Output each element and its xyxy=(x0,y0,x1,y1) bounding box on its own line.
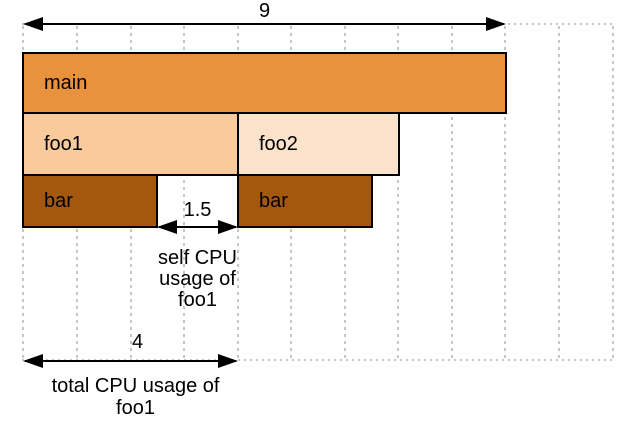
arrowhead-right-icon xyxy=(218,220,238,234)
frame-bar-under-foo1: bar xyxy=(22,174,158,228)
frame-foo1-label: foo1 xyxy=(44,132,83,155)
grid-line-vertical xyxy=(183,26,185,359)
grid-line-vertical xyxy=(504,26,506,359)
arrow-line xyxy=(25,23,504,25)
arrow-line xyxy=(159,226,236,228)
grid-line-vertical xyxy=(451,26,453,359)
total-width-value: 9 xyxy=(258,0,271,22)
frame-bar-under-foo1-label: bar xyxy=(44,189,73,212)
grid-line-horizontal-bottom xyxy=(22,359,614,361)
arrowhead-right-icon xyxy=(486,17,506,31)
total-cpu-caption: total CPU usage of foo1 xyxy=(51,375,220,419)
frame-foo2: foo2 xyxy=(237,112,400,176)
self-cpu-caption: self CPU usage of foo1 xyxy=(158,247,237,311)
frame-bar-under-foo2-label: bar xyxy=(259,189,288,212)
frame-bar-under-foo2: bar xyxy=(237,174,373,228)
frame-foo2-label: foo2 xyxy=(259,132,298,155)
total-cpu-arrow xyxy=(23,354,238,368)
grid-line-vertical xyxy=(558,26,560,359)
arrow-line xyxy=(25,360,236,362)
frame-foo1: foo1 xyxy=(22,112,239,176)
arrowhead-right-icon xyxy=(218,354,238,368)
frame-main-label: main xyxy=(44,71,88,94)
self-cpu-arrow xyxy=(157,220,238,234)
grid-line-vertical xyxy=(612,26,614,359)
total-cpu-value: 4 xyxy=(131,331,144,353)
grid-line-vertical xyxy=(397,26,399,359)
frame-main: main xyxy=(22,52,507,114)
self-cpu-value: 1.5 xyxy=(183,199,212,221)
total-width-arrow xyxy=(23,17,506,31)
